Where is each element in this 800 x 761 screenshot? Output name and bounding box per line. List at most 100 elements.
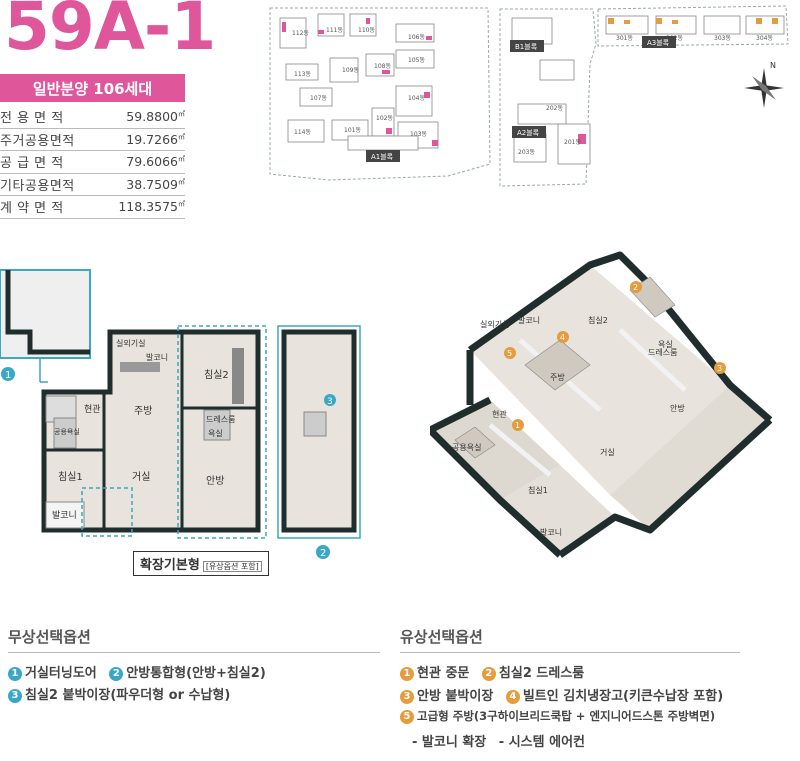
marker-1-icon bbox=[1, 367, 15, 381]
option-1-outline bbox=[81, 487, 133, 537]
floor-plan-3d: 1 2 3 4 5 실외기실 발코니 침실2 주방 드레스룸 욕실 현관 공용욕… bbox=[430, 251, 773, 558]
paid-option-5-icon: 5 bbox=[400, 710, 414, 724]
area-unit: ㎡ bbox=[178, 177, 185, 186]
area-label: 공 급 면 적 bbox=[0, 156, 64, 172]
free-options-divider bbox=[8, 652, 380, 653]
plan-caption-text: 확장기본형 bbox=[140, 558, 200, 573]
paid-option-5-text: 고급형 주방(3구하이브리드쿡탑 + 엔지니어드스톤 주방벽면) bbox=[417, 709, 716, 723]
free-option-1-icon: 1 bbox=[8, 667, 22, 681]
building-label-304: 304동 bbox=[756, 35, 773, 42]
iso-walls bbox=[430, 251, 773, 558]
area-row-residential-common: 주거공용면적 19.7266㎡ bbox=[0, 129, 185, 151]
iso-room-label-master: 안방 bbox=[670, 403, 685, 413]
building-label-110: 110동 bbox=[358, 27, 375, 34]
building-label-202: 202동 bbox=[546, 105, 563, 112]
block-label-a1: A1블록 bbox=[371, 152, 394, 161]
area-value: 118.3575 bbox=[118, 199, 178, 215]
marker-3-icon bbox=[324, 394, 336, 406]
iso-room-label-balcony: 발코니 bbox=[518, 315, 540, 325]
paid-option-2-icon: 2 bbox=[481, 667, 496, 681]
room-label-bedroom2: 침실2 bbox=[204, 369, 229, 381]
room-label-dressroom: 드레스룸 bbox=[206, 415, 235, 424]
free-option-2-text: 안방통합형(안방+침실2) bbox=[126, 666, 266, 681]
iso-room-label-bath: 욕실 bbox=[658, 339, 673, 349]
site-map: 112동 111동 110동 106동 105동 109동 108동 113동 … bbox=[269, 5, 789, 187]
plan-caption-note: [유상옵션 포함] bbox=[202, 561, 262, 572]
building-label-101: 101동 bbox=[344, 127, 361, 134]
iso-marker-2-icon bbox=[630, 281, 642, 293]
iso-room-label-entrance: 현관 bbox=[492, 409, 507, 419]
paid-option-2-text: 침실2 드레스룸 bbox=[498, 666, 585, 681]
iso-room-label-living: 거실 bbox=[600, 447, 615, 457]
paid-options-title: 유상선택옵션 bbox=[400, 628, 483, 646]
area-unit: ㎡ bbox=[178, 155, 185, 164]
room-label-living: 거실 bbox=[132, 471, 150, 483]
svg-text:N: N bbox=[770, 61, 776, 70]
block-labels: A1블록 A2블록 A3블록 B1블록 bbox=[366, 36, 676, 162]
paid-option-1-text: 현관 중문 bbox=[417, 666, 470, 681]
building-label-107: 107동 bbox=[310, 95, 327, 102]
area-value: 38.7509 bbox=[126, 176, 178, 192]
room-label-master: 안방 bbox=[206, 475, 224, 487]
area-table: 전 용 면 적 59.8800㎡ 주거공용면적 19.7266㎡ 공 급 면 적… bbox=[0, 106, 185, 219]
iso-room-label-bedroom2: 침실2 bbox=[588, 315, 608, 325]
iso-room-label-kitchen: 주방 bbox=[550, 372, 565, 382]
iso-marker-4-icon bbox=[557, 331, 569, 343]
paid-option-3-text: 안방 붙박이장 bbox=[417, 689, 494, 704]
building-label-111: 111동 bbox=[326, 27, 343, 34]
iso-marker-3-label: 3 bbox=[717, 364, 722, 373]
site-outline bbox=[269, 5, 789, 187]
building-labels: 112동 111동 110동 106동 105동 109동 108동 113동 … bbox=[292, 27, 773, 156]
area-label: 전 용 면 적 bbox=[0, 111, 64, 127]
marker-1-label: 1 bbox=[5, 370, 11, 381]
free-options-title: 무상선택옵션 bbox=[8, 628, 91, 646]
paid-option-3-icon: 3 bbox=[400, 690, 414, 704]
room-label-balcony-front: 발코니 bbox=[52, 510, 77, 521]
building-label-112: 112동 bbox=[292, 30, 309, 37]
iso-room-label-bedroom1: 침실1 bbox=[528, 485, 548, 495]
area-value: 59.8800 bbox=[126, 109, 178, 125]
building-label-203: 203동 bbox=[518, 149, 535, 156]
marker-2-icon bbox=[316, 545, 330, 559]
room-label-outdoor-unit: 실외기실 bbox=[116, 338, 145, 348]
building-label-105: 105동 bbox=[408, 57, 425, 64]
area-value: 19.7266 bbox=[126, 131, 178, 147]
iso-room-label-common-bath: 공용욕실 bbox=[452, 442, 481, 452]
site-buildings bbox=[279, 13, 785, 165]
marker-2-label: 2 bbox=[320, 548, 326, 559]
area-row-supply: 공 급 면 적 79.6066㎡ bbox=[0, 151, 185, 174]
room-label-kitchen: 주방 bbox=[134, 405, 152, 417]
block-label-a2: A2블록 bbox=[517, 128, 540, 137]
area-value: 79.6066 bbox=[126, 154, 178, 170]
room-label-balcony: 발코니 bbox=[146, 352, 168, 362]
paid-options-divider bbox=[400, 652, 740, 653]
iso-marker-1-icon bbox=[512, 419, 524, 431]
a3-highlight-units bbox=[608, 18, 778, 24]
area-row-exclusive: 전 용 면 적 59.8800㎡ bbox=[0, 106, 185, 129]
building-label-109: 109동 bbox=[342, 67, 359, 74]
option-2-outline bbox=[177, 325, 267, 539]
iso-marker-3-icon bbox=[714, 362, 726, 374]
area-row-contract: 계 약 면 적 118.3575㎡ bbox=[0, 196, 185, 219]
free-option-3-icon: 3 bbox=[8, 689, 22, 703]
iso-floor bbox=[430, 265, 770, 555]
building-label-201: 201동 bbox=[564, 139, 581, 146]
iso-marker-1-label: 1 bbox=[515, 421, 520, 430]
free-option-2-icon: 2 bbox=[109, 667, 124, 681]
highlighted-units bbox=[282, 18, 586, 146]
paid-option-4-text: 빌트인 김치냉장고(키큰수납장 포함) bbox=[522, 689, 724, 704]
iso-marker-5-icon bbox=[504, 347, 516, 359]
free-option-1-text: 거실터닝도어 bbox=[25, 666, 97, 681]
paid-option-4-icon: 4 bbox=[505, 690, 520, 704]
iso-marker-5-label: 5 bbox=[507, 349, 512, 358]
iso-markers: 1 2 3 4 5 bbox=[504, 281, 726, 431]
area-unit: ㎡ bbox=[178, 132, 185, 141]
building-label-113: 113동 bbox=[294, 71, 311, 78]
iso-room-label-outdoor-unit: 실외기실 bbox=[480, 319, 509, 329]
area-label: 계 약 면 적 bbox=[0, 201, 64, 217]
building-label-301: 301동 bbox=[616, 35, 633, 42]
paid-options-line4: - 발코니 확장 - 시스템 에어컨 bbox=[412, 731, 585, 750]
